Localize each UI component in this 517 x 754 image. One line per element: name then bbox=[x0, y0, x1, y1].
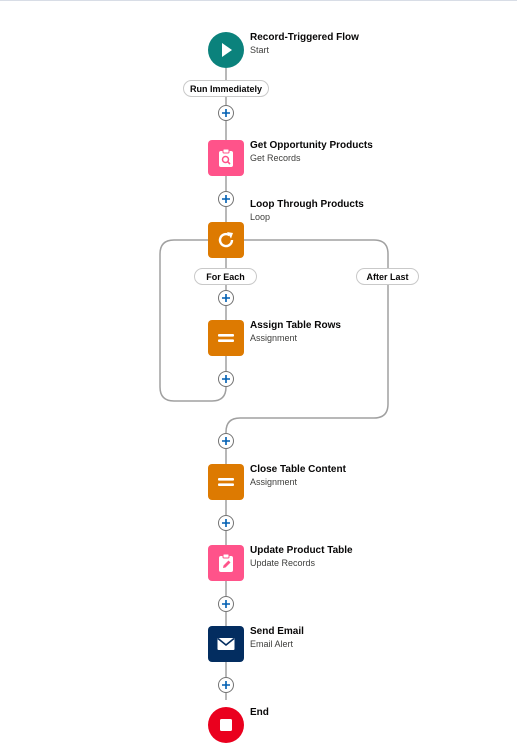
get-records-node[interactable] bbox=[208, 140, 244, 176]
stop-icon bbox=[220, 719, 232, 731]
add-element-button[interactable] bbox=[218, 515, 234, 531]
update-product-table-subtitle: Update Records bbox=[250, 558, 316, 568]
end-title: End bbox=[250, 707, 269, 718]
top-divider bbox=[0, 0, 517, 1]
equals-icon bbox=[218, 334, 234, 342]
plus-icon bbox=[222, 109, 230, 117]
assign-table-rows-subtitle: Assignment bbox=[250, 333, 298, 343]
assign-table-rows-label: Assign Table Rows Assignment bbox=[250, 320, 341, 344]
end-label: End bbox=[250, 707, 269, 719]
loop-subtitle: Loop bbox=[250, 212, 271, 222]
close-table-content-title: Close Table Content bbox=[250, 464, 346, 475]
plus-icon bbox=[222, 600, 230, 608]
run-immediately-pill[interactable]: Run Immediately bbox=[183, 80, 269, 97]
end-node[interactable] bbox=[208, 707, 244, 743]
add-element-button[interactable] bbox=[218, 290, 234, 306]
add-element-button[interactable] bbox=[218, 677, 234, 693]
start-subtitle: Start bbox=[250, 45, 270, 55]
send-email-subtitle: Email Alert bbox=[250, 639, 294, 649]
assign-table-rows-node[interactable] bbox=[208, 320, 244, 356]
clipboard-search-icon bbox=[219, 148, 233, 167]
play-icon bbox=[222, 43, 232, 57]
plus-icon bbox=[222, 294, 230, 302]
connector-after-last bbox=[225, 239, 389, 700]
loop-node[interactable] bbox=[208, 222, 244, 258]
for-each-pill[interactable]: For Each bbox=[194, 268, 257, 285]
equals-icon bbox=[218, 478, 234, 486]
add-element-button[interactable] bbox=[218, 596, 234, 612]
send-email-label: Send Email Email Alert bbox=[250, 626, 304, 650]
get-records-label: Get Opportunity Products Get Records bbox=[250, 140, 373, 164]
assign-table-rows-title: Assign Table Rows bbox=[250, 320, 341, 331]
plus-icon bbox=[222, 437, 230, 445]
add-element-button[interactable] bbox=[218, 105, 234, 121]
start-title: Record-Triggered Flow bbox=[250, 32, 359, 43]
plus-icon bbox=[222, 681, 230, 689]
envelope-icon bbox=[217, 637, 235, 650]
close-table-content-node[interactable] bbox=[208, 464, 244, 500]
send-email-node[interactable] bbox=[208, 626, 244, 662]
after-last-pill[interactable]: After Last bbox=[356, 268, 419, 285]
plus-icon bbox=[222, 519, 230, 527]
update-product-table-node[interactable] bbox=[208, 545, 244, 581]
loop-label: Loop Through Products Loop bbox=[250, 199, 364, 223]
add-element-button[interactable] bbox=[218, 191, 234, 207]
connector-loop-body bbox=[159, 239, 227, 402]
close-table-content-label: Close Table Content Assignment bbox=[250, 464, 346, 488]
send-email-title: Send Email bbox=[250, 626, 304, 637]
update-product-table-title: Update Product Table bbox=[250, 545, 353, 556]
get-records-subtitle: Get Records bbox=[250, 153, 301, 163]
get-records-title: Get Opportunity Products bbox=[250, 140, 373, 151]
add-element-button[interactable] bbox=[218, 371, 234, 387]
refresh-icon bbox=[218, 232, 234, 248]
add-element-button[interactable] bbox=[218, 433, 234, 449]
start-node[interactable] bbox=[208, 32, 244, 68]
loop-title: Loop Through Products bbox=[250, 199, 364, 210]
clipboard-edit-icon bbox=[219, 553, 233, 572]
update-product-table-label: Update Product Table Update Records bbox=[250, 545, 353, 569]
close-table-content-subtitle: Assignment bbox=[250, 477, 298, 487]
start-label: Record-Triggered Flow Start bbox=[250, 32, 359, 56]
plus-icon bbox=[222, 375, 230, 383]
plus-icon bbox=[222, 195, 230, 203]
